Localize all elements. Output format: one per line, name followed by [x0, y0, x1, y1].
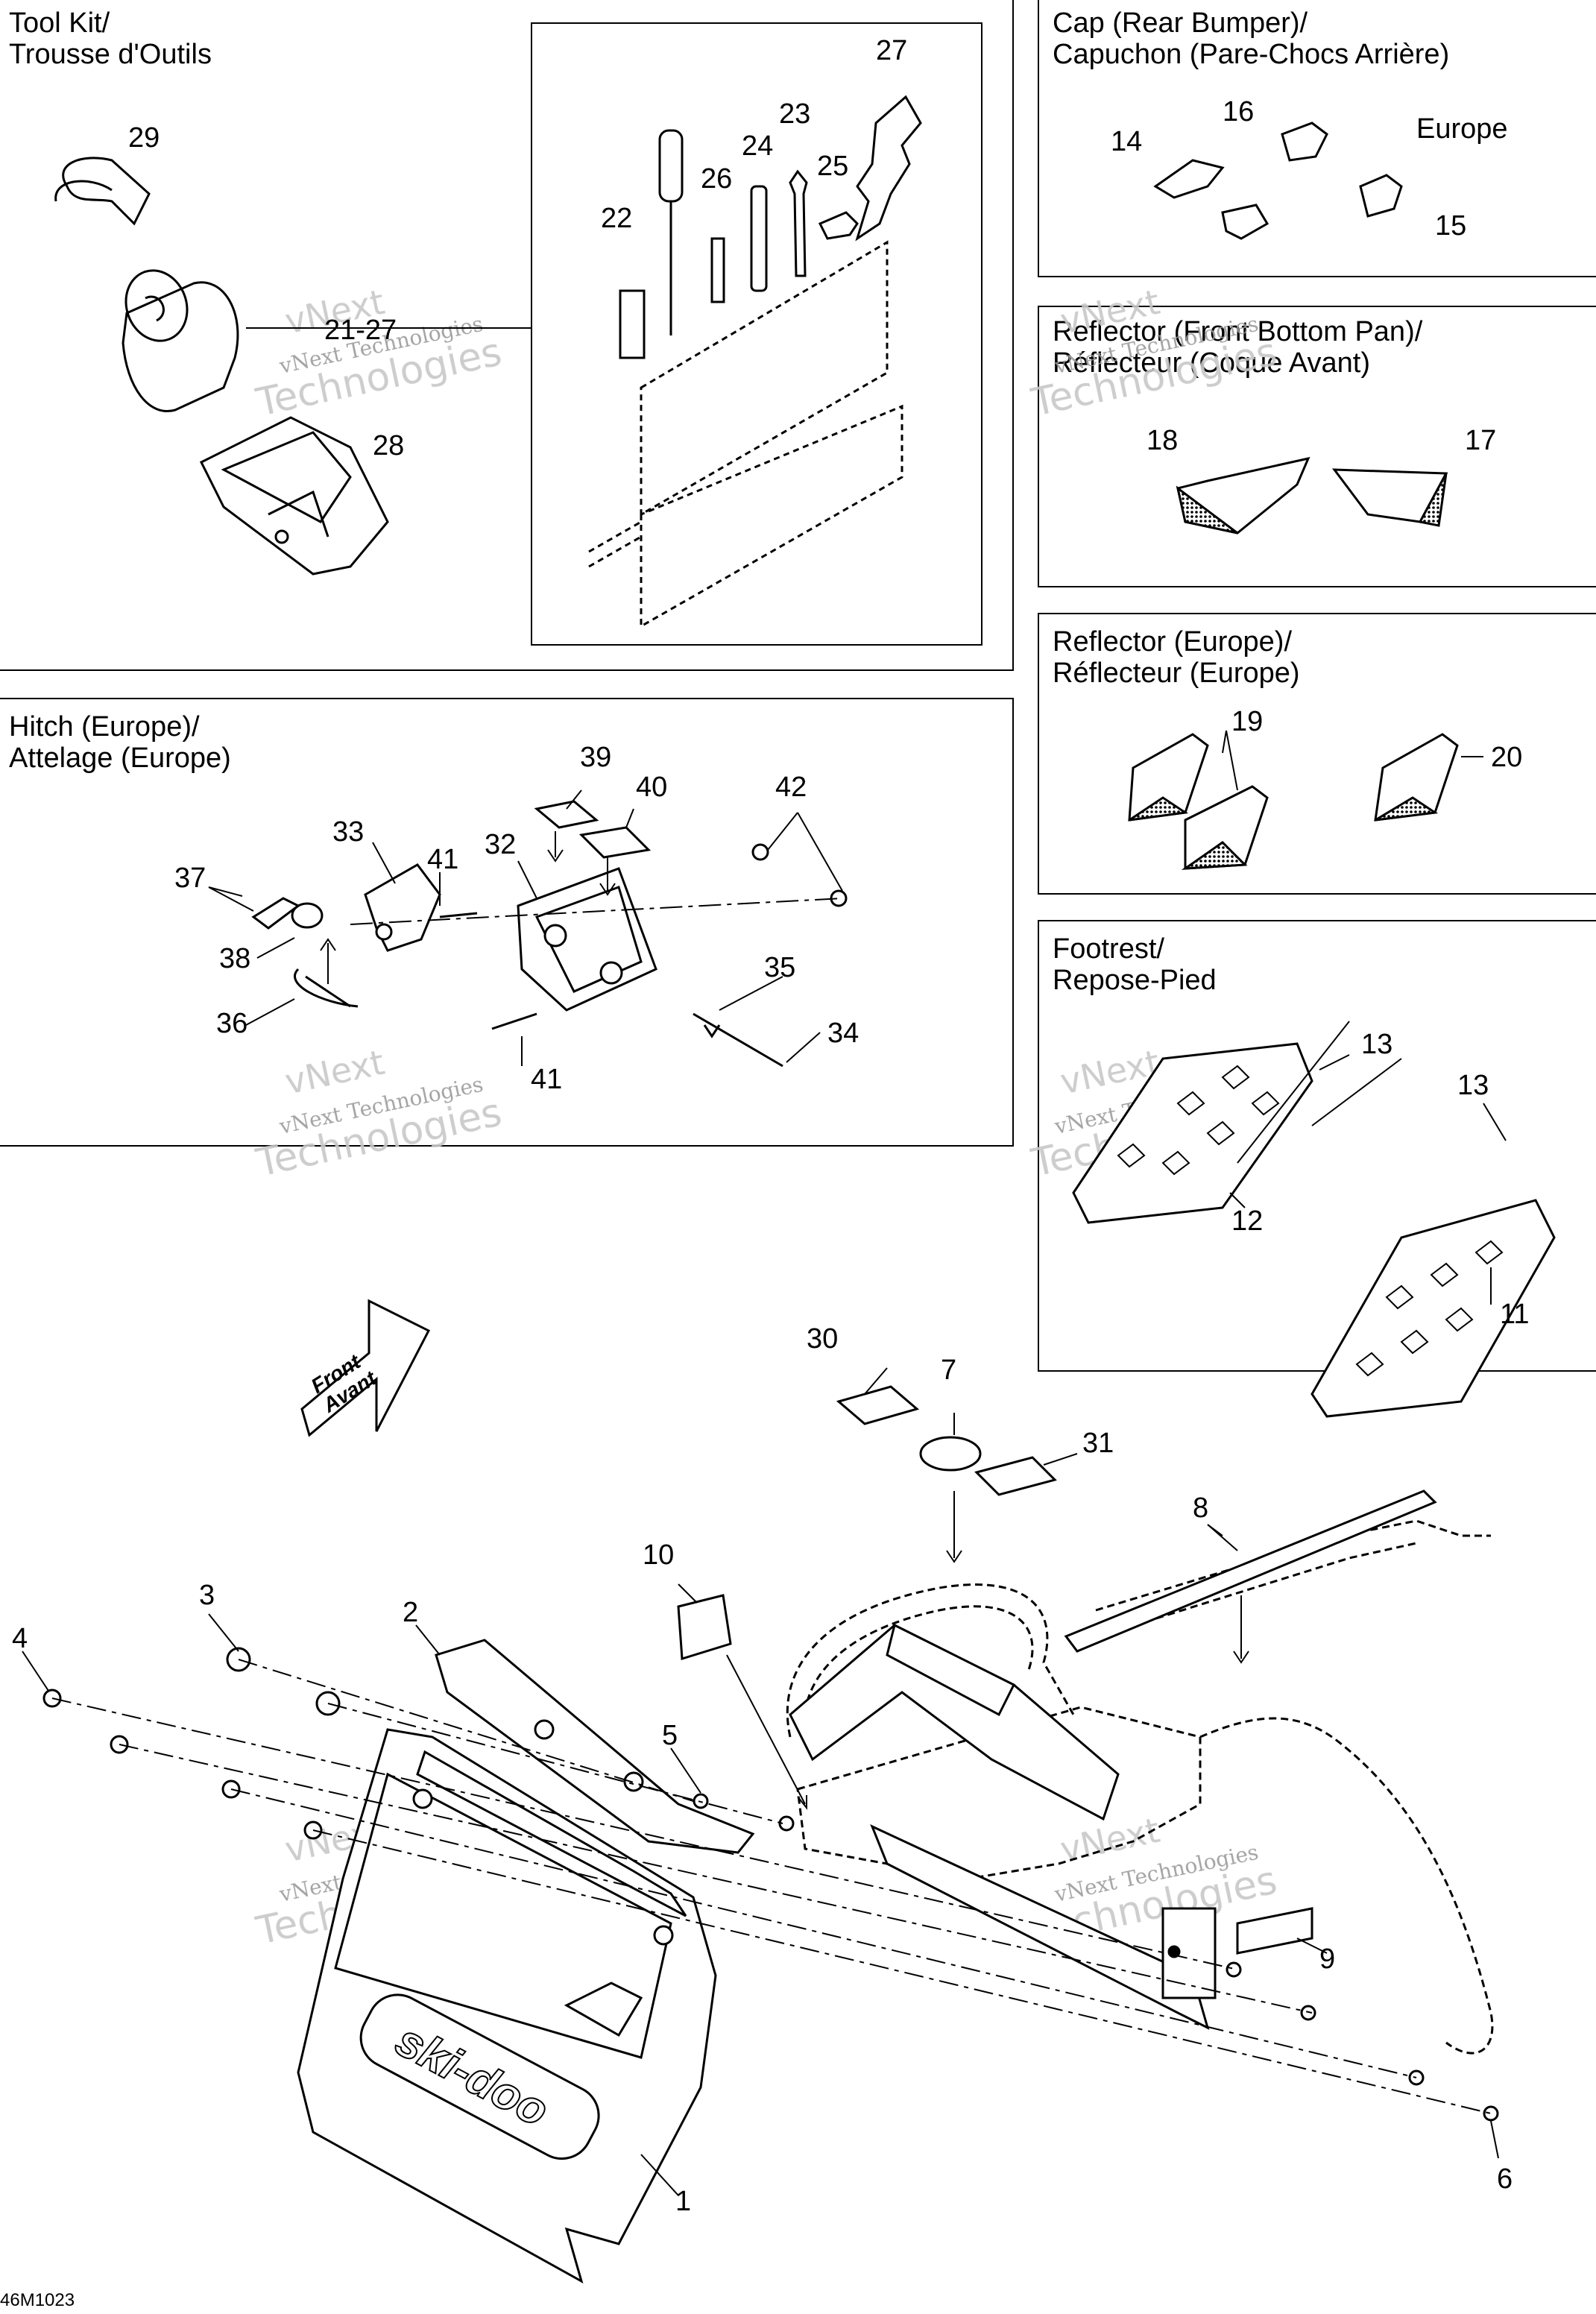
callout-2: 2 — [403, 1597, 418, 1628]
callout-31: 31 — [1082, 1428, 1114, 1459]
callout-24: 24 — [742, 130, 773, 162]
callout-40: 40 — [636, 772, 667, 803]
callout-29: 29 — [128, 122, 160, 154]
callout-25: 25 — [817, 151, 848, 182]
reflector-front-title: Reflector (Front Bottom Pan)/Réflecteur … — [1053, 316, 1423, 379]
snowflap-part-1: ski-doo — [297, 1728, 717, 2284]
callout-10: 10 — [643, 1539, 674, 1571]
footrest-title: Footrest/Repose-Pied — [1053, 933, 1217, 996]
callout-7: 7 — [941, 1355, 956, 1386]
svg-text:vNext: vNext — [282, 1042, 388, 1103]
callout-13b: 13 — [1457, 1070, 1489, 1101]
callout-4: 4 — [12, 1623, 28, 1654]
footrest-slots — [1117, 1021, 1507, 1377]
callout-34: 34 — [827, 1018, 859, 1049]
callout-numbers: 29 21-27 28 27 23 24 26 25 22 16 14 15 E… — [12, 35, 1529, 2217]
callout-17: 17 — [1465, 425, 1496, 456]
hitch-parts — [251, 800, 848, 1068]
watermark: vNext vNext Technologies Technologies vN… — [252, 282, 1281, 1954]
callout-32: 32 — [485, 829, 516, 860]
hitch-panel — [0, 698, 1014, 1147]
callout-13a: 13 — [1361, 1029, 1392, 1060]
cap-europe-label: Europe — [1416, 113, 1508, 145]
assembly-leader-lines — [51, 1659, 1492, 2114]
fasteners — [42, 1647, 1499, 2122]
svg-text:vNext: vNext — [1057, 282, 1164, 342]
decals — [677, 1385, 1313, 1955]
hitch-title: Hitch (Europe)/Attelage (Europe) — [9, 711, 231, 774]
reflector-europe-parts — [1128, 730, 1483, 870]
callout-19: 19 — [1231, 706, 1263, 737]
cover-part-2 — [435, 1639, 755, 1854]
callout-36: 36 — [216, 1008, 247, 1039]
reflector-europe-panel — [1038, 613, 1596, 895]
callout-35: 35 — [764, 952, 795, 983]
hitch-leader-lines — [208, 789, 843, 1066]
svg-text:vNext: vNext — [1057, 1810, 1164, 1870]
callout-26: 26 — [701, 163, 732, 195]
callout-3: 3 — [199, 1580, 215, 1611]
cap-title: Cap (Rear Bumper)/Capuchon (Pare-Chocs A… — [1053, 7, 1450, 70]
callout-30: 30 — [807, 1323, 838, 1355]
diagram-code: 46M1023 — [0, 2290, 75, 2310]
cap-parts — [1153, 122, 1403, 240]
callout-9: 9 — [1319, 1943, 1335, 1975]
callout-6: 6 — [1497, 2163, 1513, 2195]
bumper-hoop — [789, 1623, 1217, 2030]
tool-kit-title: Tool Kit/Trousse d'Outils — [9, 7, 212, 70]
callout-15: 15 — [1435, 210, 1466, 242]
callout-27: 27 — [876, 35, 907, 66]
reflector-front-parts — [1176, 456, 1448, 535]
tool-kit-parts — [54, 95, 922, 628]
callout-18: 18 — [1146, 425, 1178, 456]
callout-37: 37 — [174, 863, 206, 894]
callout-39: 39 — [580, 742, 611, 773]
assembly-callout-lines — [22, 1367, 1499, 2196]
callout-38: 38 — [219, 943, 250, 974]
reflector-europe-title: Reflector (Europe)/Réflecteur (Europe) — [1053, 626, 1300, 689]
callout-16: 16 — [1223, 96, 1254, 127]
callout-11: 11 — [1500, 1299, 1529, 1330]
callout-12: 12 — [1231, 1205, 1263, 1237]
callout-8: 8 — [1193, 1492, 1208, 1524]
callout-33: 33 — [332, 816, 364, 848]
flap-part-8 — [1064, 1489, 1437, 1653]
callout-14: 14 — [1111, 126, 1142, 157]
callout-42: 42 — [775, 772, 807, 803]
callout-1: 1 — [675, 2186, 691, 2217]
callout-5: 5 — [662, 1720, 678, 1751]
callout-28: 28 — [373, 430, 404, 461]
callout-20: 20 — [1491, 742, 1522, 773]
reflector-front-panel — [1038, 306, 1596, 587]
callout-22: 22 — [601, 203, 632, 234]
callout-21-27: 21-27 — [324, 315, 397, 346]
footrest-parts — [1072, 1042, 1556, 1418]
front-arrow: Front Avant — [300, 1299, 431, 1437]
callout-23: 23 — [779, 98, 810, 130]
callout-41a: 41 — [427, 844, 458, 875]
callout-41b: 41 — [531, 1064, 562, 1095]
